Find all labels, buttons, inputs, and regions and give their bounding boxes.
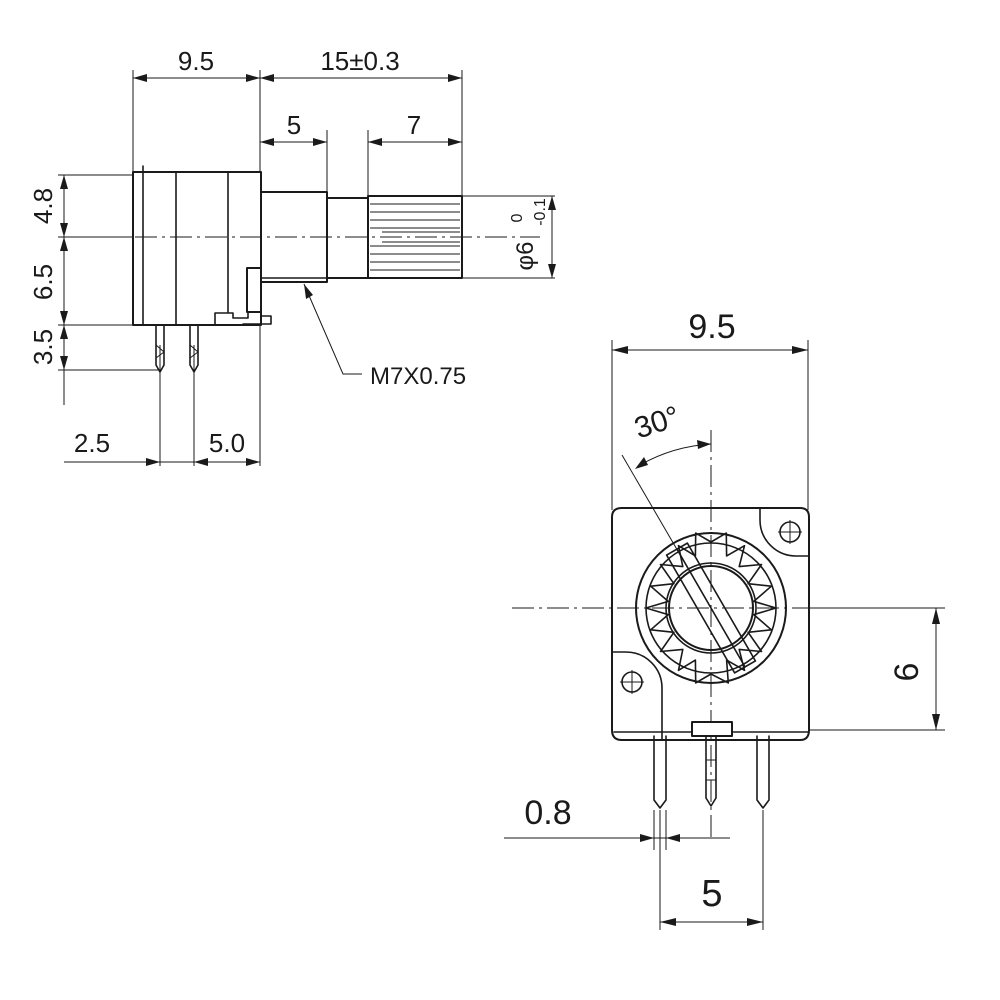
diameter-dimension: φ6: [512, 242, 539, 271]
shaft: [326, 197, 370, 279]
front-pin-center-tab: [691, 721, 733, 737]
side-width-dimension: 9.5: [178, 46, 214, 76]
front-pin-left: [653, 735, 667, 809]
front-pin-right: [756, 735, 770, 809]
pin-offset-dimension: 2.5: [74, 428, 110, 458]
front-pin-center: [705, 735, 717, 807]
front-view: 30° 9.5 6 0.8 5: [504, 308, 945, 930]
pin-length-dimension: 3.5: [28, 329, 58, 365]
front-height-dimension: 6: [888, 663, 926, 682]
mounting-tab: [246, 267, 262, 313]
angle-dimension: 30°: [631, 400, 684, 445]
knurl-length-dimension: 7: [407, 110, 421, 140]
front-width-dimension: 9.5: [688, 308, 735, 346]
tolerance-lower: -0.1: [532, 198, 549, 226]
upper-height-dimension: 4.8: [28, 188, 58, 224]
lower-height-dimension: 6.5: [28, 264, 58, 300]
pin-width-dimension: 0.8: [524, 794, 571, 832]
housing: [132, 171, 262, 326]
thread-leader: [303, 283, 362, 375]
thread-label: M7X0.75: [370, 363, 466, 390]
side-view: 9.5 15±0.3 5 7 4.8 6.5 3.5 φ6 0 -0.1: [28, 46, 556, 466]
shaft-length-dimension: 15±0.3: [320, 46, 399, 76]
thread-length-dimension: 5: [287, 110, 301, 140]
front-pin-spacing-dimension: 5: [701, 873, 722, 915]
tolerance-upper: 0: [509, 213, 526, 222]
pin-spacing-dimension: 5.0: [209, 428, 245, 458]
knurl-ridges: [370, 203, 460, 271]
